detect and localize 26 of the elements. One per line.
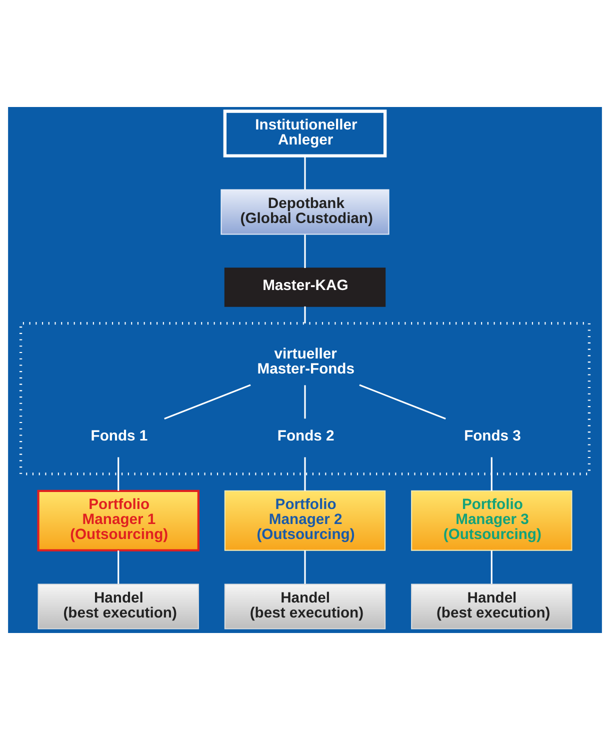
node-box: Portfolio Manager 1 (Outsourcing) — [37, 490, 200, 552]
connector — [304, 156, 306, 190]
node-box: Master-KAG — [224, 268, 386, 307]
node-text: Fonds 1 — [90, 428, 148, 445]
connector — [490, 457, 492, 491]
connector — [304, 385, 306, 419]
node-box: Handel (best execution) — [224, 584, 386, 630]
connector — [118, 457, 120, 491]
connector — [359, 384, 446, 420]
cluster — [19, 322, 591, 476]
connector — [118, 550, 120, 584]
node-box: Portfolio Manager 3 (Outsourcing) — [411, 490, 572, 551]
connector — [490, 550, 492, 584]
connector — [304, 306, 306, 324]
connector — [164, 384, 251, 420]
connector — [304, 457, 306, 491]
node-text: Fonds 3 — [464, 428, 521, 445]
node-box: Handel (best execution) — [38, 584, 199, 630]
node-box: Depotbank (Global Custodian) — [220, 189, 390, 235]
connector — [304, 550, 306, 584]
node-text: virtueller Master-Fonds — [257, 346, 354, 378]
node-box: Institutioneller Anleger — [223, 110, 387, 158]
connector — [304, 234, 306, 268]
node-box: Portfolio Manager 2 (Outsourcing) — [224, 490, 386, 551]
node-box: Handel (best execution) — [411, 584, 572, 630]
node-text: Fonds 2 — [277, 428, 334, 445]
